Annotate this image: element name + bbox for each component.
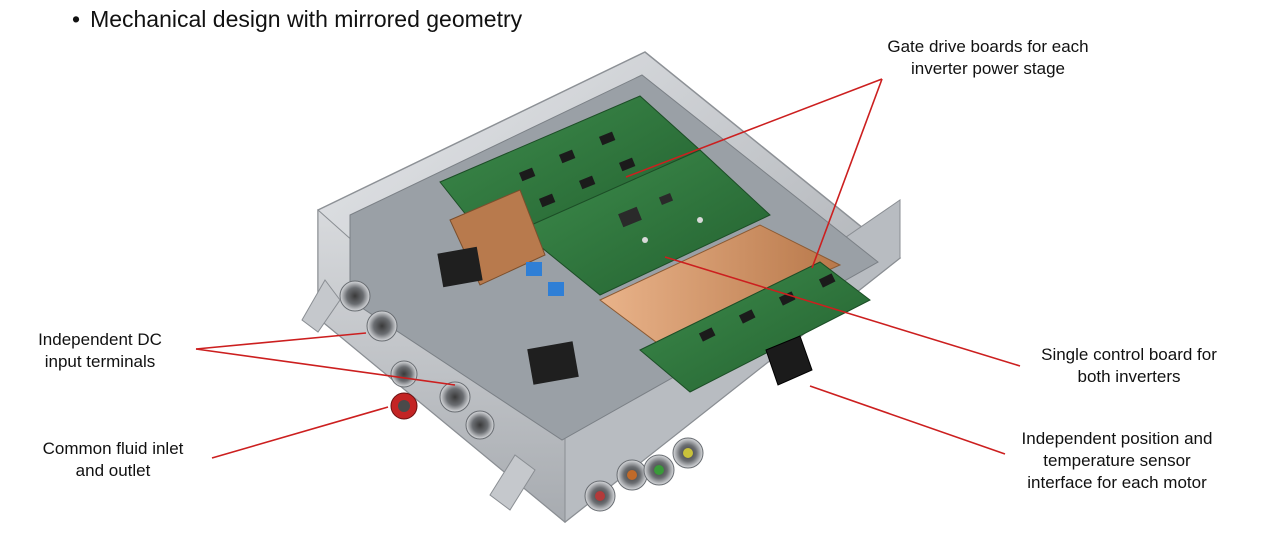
callout-dc-input-line1: Independent DC — [38, 330, 162, 349]
callout-dc-input-line2: input terminals — [44, 352, 156, 371]
leader-dc-input-2 — [195, 348, 456, 386]
bullet-marker: • — [72, 6, 81, 32]
sensor-connector — [765, 335, 813, 386]
callout-gate-drive-line1: Gate drive boards for each — [887, 37, 1089, 56]
control-board — [519, 149, 771, 296]
callout-sensor-line3: interface for each motor — [1027, 473, 1207, 492]
blue-components — [526, 262, 564, 296]
leader-sensor — [809, 385, 1006, 455]
dc-input-terminals — [339, 280, 495, 440]
callout-control-board: Single control board for both inverters — [1024, 344, 1234, 388]
terminal-blocks — [437, 246, 579, 385]
callout-sensor-line1: Independent position and — [1021, 429, 1213, 448]
mounting-tabs — [301, 279, 536, 511]
callout-fluid-line2: and outlet — [75, 461, 151, 480]
phase-connectors — [584, 437, 704, 512]
leader-gate-drive-1 — [625, 78, 883, 178]
callout-control-board-line1: Single control board for — [1041, 345, 1217, 364]
leader-gate-drive-2 — [811, 78, 883, 269]
bullet-text: Mechanical design with mirrored geometry — [90, 6, 523, 32]
fluid-ports — [390, 360, 418, 420]
leader-fluid — [211, 406, 389, 459]
callout-gate-drive: Gate drive boards for each inverter powe… — [872, 36, 1104, 80]
leader-lines — [195, 78, 1021, 459]
gate-drive-board-front — [639, 261, 871, 393]
callout-sensor-line2: temperature sensor — [1043, 451, 1191, 470]
callout-gate-drive-line2: inverter power stage — [910, 59, 1066, 78]
callout-control-board-line2: both inverters — [1077, 367, 1181, 386]
callout-dc-input: Independent DC input terminals — [20, 329, 180, 373]
callout-fluid: Common fluid inlet and outlet — [28, 438, 198, 482]
callout-sensor: Independent position and temperature sen… — [1004, 428, 1230, 494]
callout-fluid-line1: Common fluid inlet — [42, 439, 184, 458]
slide-bullet: • Mechanical design with mirrored geometr… — [72, 6, 522, 33]
leader-control-board — [664, 256, 1021, 367]
leader-dc-input-1 — [195, 332, 367, 350]
